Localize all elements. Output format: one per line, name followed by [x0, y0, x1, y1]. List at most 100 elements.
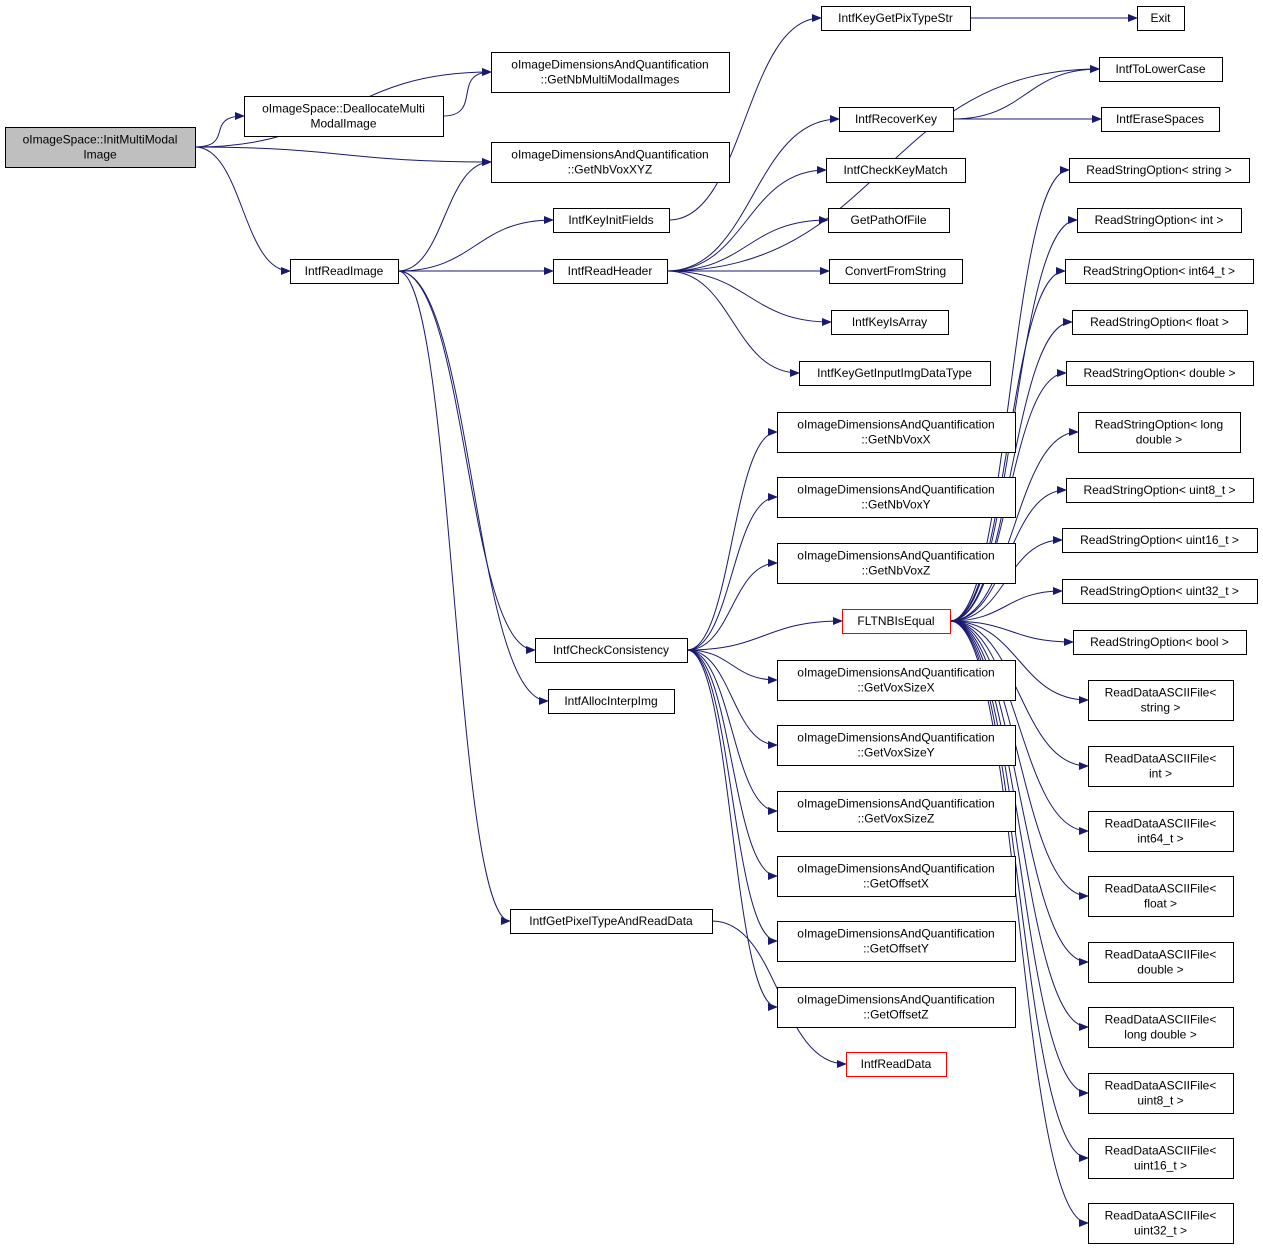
edge-flt-to-rda_double — [949, 620, 1089, 966]
node-label: string > — [1141, 701, 1181, 715]
graph-node-voxz[interactable]: oImageDimensionsAndQuantification::GetNb… — [777, 543, 1016, 584]
graph-node-rda-uint16[interactable]: ReadDataASCIIFile<uint16_t > — [1088, 1138, 1234, 1179]
graph-node-erase[interactable]: IntfEraseSpaces — [1101, 107, 1220, 132]
node-box — [553, 208, 670, 233]
node-label: oImageDimensionsAndQuantification — [797, 666, 994, 680]
graph-node-rda-double[interactable]: ReadDataASCIIFile<double > — [1088, 942, 1234, 983]
node-box — [1088, 1138, 1234, 1179]
graph-node-rda-uint32[interactable]: ReadDataASCIIFile<uint32_t > — [1088, 1203, 1234, 1244]
graph-node-readdata[interactable]: IntfReadData — [846, 1052, 947, 1077]
graph-node-pixtype[interactable]: IntfKeyGetPixTypeStr — [821, 6, 971, 31]
graph-node-offz[interactable]: oImageDimensionsAndQuantification::GetOf… — [777, 987, 1016, 1028]
graph-node-exit[interactable]: Exit — [1137, 6, 1185, 31]
graph-node-rda-float[interactable]: ReadDataASCIIFile<float > — [1088, 876, 1234, 917]
node-label: oImageDimensionsAndQuantification — [797, 418, 994, 432]
node-label: ::GetOffsetZ — [863, 1008, 928, 1022]
graph-node-checkkey[interactable]: IntfCheckKeyMatch — [826, 158, 966, 183]
node-box — [548, 689, 675, 714]
graph-node-keyinit[interactable]: IntfKeyInitFields — [553, 208, 670, 233]
graph-node-rso-string[interactable]: ReadStringOption< string > — [1069, 158, 1250, 183]
graph-node-offy[interactable]: oImageDimensionsAndQuantification::GetOf… — [777, 921, 1016, 962]
graph-node-rso-bool[interactable]: ReadStringOption< bool > — [1073, 630, 1247, 655]
node-label: int64_t > — [1137, 832, 1183, 846]
edge-check-to-sizex — [686, 649, 778, 684]
graph-node-sizez[interactable]: oImageDimensionsAndQuantification::GetVo… — [777, 791, 1016, 832]
graph-node-getnbmulti[interactable]: oImageDimensionsAndQuantification::GetNb… — [491, 52, 730, 93]
node-box — [510, 909, 713, 934]
node-label: ReadDataASCIIFile< — [1105, 1209, 1217, 1223]
graph-node-voxy[interactable]: oImageDimensionsAndQuantification::GetNb… — [777, 477, 1016, 518]
graph-node-recover[interactable]: IntfRecoverKey — [839, 107, 954, 132]
edge-readheader-to-inputimg — [666, 270, 800, 377]
graph-node-check[interactable]: IntfCheckConsistency — [535, 638, 688, 663]
graph-node-convert[interactable]: ConvertFromString — [829, 259, 963, 284]
node-label: GetPathOfFile — [850, 213, 926, 227]
node-label: ModalImage — [310, 117, 376, 131]
node-box — [777, 921, 1016, 962]
edge-root-to-getnbvoxxyz — [194, 146, 492, 166]
node-label: IntfReadHeader — [568, 264, 653, 278]
node-box — [777, 412, 1016, 453]
node-label: int > — [1149, 767, 1172, 781]
graph-node-flt[interactable]: FLTNBIsEqual — [842, 609, 951, 634]
node-label: ReadDataASCIIFile< — [1105, 817, 1217, 831]
node-label: Image — [83, 148, 117, 162]
node-label: oImageDimensionsAndQuantification — [797, 549, 994, 563]
node-box — [1078, 412, 1241, 453]
graph-node-sizey[interactable]: oImageDimensionsAndQuantification::GetVo… — [777, 725, 1016, 766]
graph-node-offx[interactable]: oImageDimensionsAndQuantification::GetOf… — [777, 856, 1016, 897]
edge-flt-to-rda_ldouble — [949, 620, 1089, 1031]
graph-node-alloc[interactable]: IntfAllocInterpImg — [548, 689, 675, 714]
edge-flt-to-rda_int64 — [949, 620, 1089, 835]
graph-node-isarray[interactable]: IntfKeyIsArray — [831, 310, 949, 335]
edge-check-to-offx — [686, 649, 778, 880]
edge-recover-to-tolower — [952, 65, 1100, 120]
graph-node-readheader[interactable]: IntfReadHeader — [553, 259, 668, 284]
edge-flt-to-rda_uint32 — [949, 620, 1089, 1227]
edge-readheader-to-recover — [666, 115, 840, 272]
graph-node-rda-int[interactable]: ReadDataASCIIFile<int > — [1088, 746, 1234, 787]
node-label: oImageDimensionsAndQuantification — [511, 148, 708, 162]
graph-node-readimage[interactable]: IntfReadImage — [290, 259, 399, 284]
node-label: IntfReadData — [861, 1057, 932, 1071]
edge-readimage-to-check — [397, 270, 536, 654]
graph-node-rso-float[interactable]: ReadStringOption< float > — [1072, 310, 1248, 335]
graph-node-rda-int64[interactable]: ReadDataASCIIFile<int64_t > — [1088, 811, 1234, 852]
graph-node-rda-string[interactable]: ReadDataASCIIFile<string > — [1088, 680, 1234, 721]
graph-node-tolower[interactable]: IntfToLowerCase — [1099, 57, 1223, 82]
node-box — [1073, 630, 1247, 655]
graph-node-rso-int[interactable]: ReadStringOption< int > — [1077, 208, 1242, 233]
graph-node-sizex[interactable]: oImageDimensionsAndQuantification::GetVo… — [777, 660, 1016, 701]
graph-node-rda-ldouble[interactable]: ReadDataASCIIFile<long double > — [1088, 1007, 1234, 1048]
node-box — [290, 259, 399, 284]
graph-node-rso-uint32[interactable]: ReadStringOption< uint32_t > — [1062, 579, 1258, 604]
graph-node-rso-uint8[interactable]: ReadStringOption< uint8_t > — [1066, 478, 1254, 503]
graph-node-pixelread[interactable]: IntfGetPixelTypeAndReadData — [510, 909, 713, 934]
graph-node-voxx[interactable]: oImageDimensionsAndQuantification::GetNb… — [777, 412, 1016, 453]
node-box — [491, 52, 730, 93]
node-box — [777, 856, 1016, 897]
graph-node-inputimg[interactable]: IntfKeyGetInputImgDataType — [799, 361, 991, 386]
graph-node-rso-int64[interactable]: ReadStringOption< int64_t > — [1065, 259, 1254, 284]
node-box — [1072, 310, 1248, 335]
edge-readimage-to-keyinit — [397, 216, 554, 272]
node-label: ReadStringOption< long — [1095, 418, 1223, 432]
node-label: oImageDimensionsAndQuantification — [511, 58, 708, 72]
node-label: long double > — [1124, 1028, 1196, 1042]
node-label: IntfToLowerCase — [1115, 62, 1205, 76]
node-label: ReadStringOption< bool > — [1090, 635, 1229, 649]
edge-readheader-to-isarray — [666, 270, 832, 326]
node-box — [1088, 1203, 1234, 1244]
graph-node-getnbvoxxyz[interactable]: oImageDimensionsAndQuantification::GetNb… — [491, 142, 730, 183]
node-box — [1062, 579, 1258, 604]
graph-node-rda-uint8[interactable]: ReadDataASCIIFile<uint8_t > — [1088, 1073, 1234, 1114]
graph-node-path[interactable]: GetPathOfFile — [828, 208, 950, 233]
graph-node-rso-uint16[interactable]: ReadStringOption< uint16_t > — [1062, 528, 1258, 553]
edge-flt-to-rda_float — [949, 620, 1089, 900]
graph-node-rso-double[interactable]: ReadStringOption< double > — [1066, 361, 1254, 386]
edge-check-to-flt — [686, 617, 843, 651]
node-label: float > — [1144, 897, 1177, 911]
